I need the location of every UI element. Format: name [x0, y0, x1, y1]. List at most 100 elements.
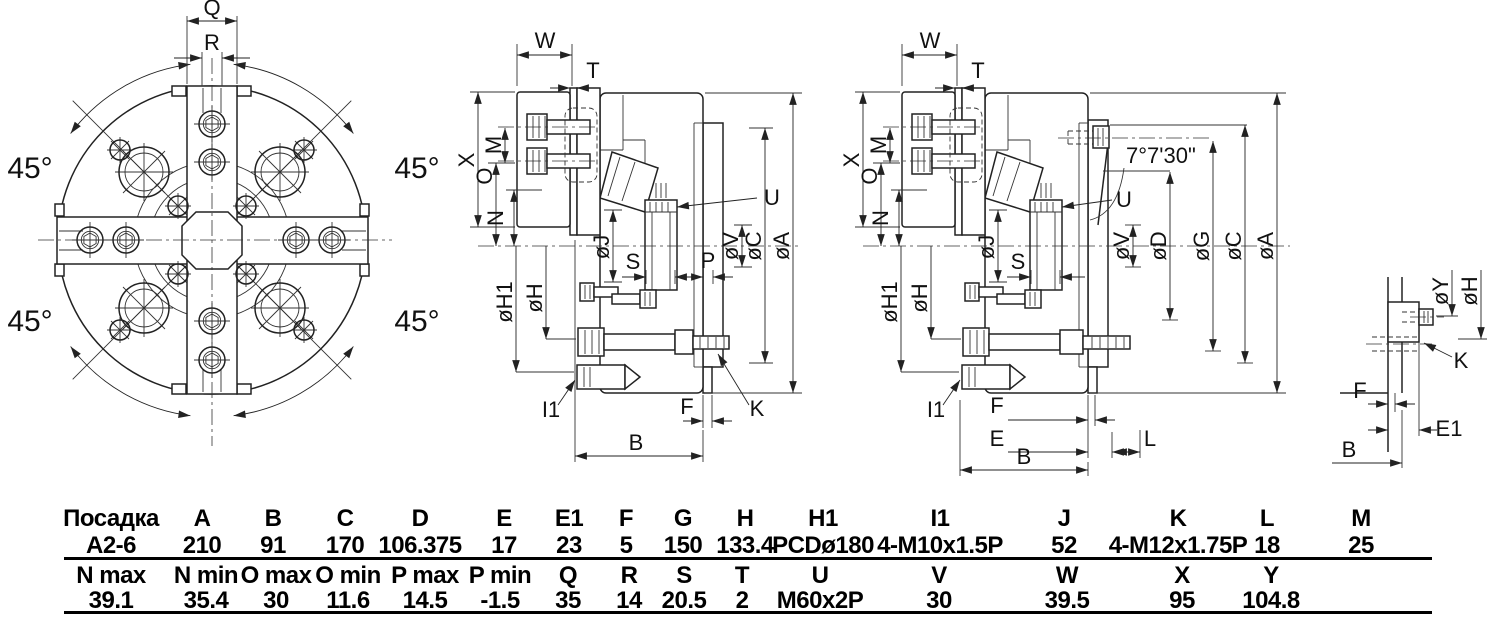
dim-label-t-s2: T: [971, 58, 984, 83]
detail-view: øY øH K F E1 B: [1332, 270, 1487, 468]
section-view-1: W T X M O N øJ øH1 øH S P øV øC øA U I1 …: [454, 28, 802, 462]
table-header-cell: C: [336, 505, 354, 532]
table-header-cell: I1: [930, 505, 950, 532]
table-value-cell: 4-M10x1.5P: [877, 532, 1003, 559]
dim-label-d-s2: øD: [1146, 231, 1171, 260]
dim-label-h-detail: øH: [1457, 276, 1482, 305]
dim-label-i1-s2: I1: [927, 397, 945, 422]
table-value-cell: 170: [325, 532, 365, 559]
dim-label-b-s2: B: [1017, 444, 1032, 469]
table-header-cell: S: [676, 562, 692, 589]
table-header-cell: R: [620, 562, 638, 589]
dim-label-s-s2: S: [1011, 249, 1026, 274]
technical-drawing: Q R 45° 45° 45° 45° W: [7, 0, 1487, 476]
table-value-cell: -1.5: [480, 587, 520, 614]
table-value-cell: 35.4: [183, 587, 229, 614]
dim-label-c-s1: øC: [741, 231, 766, 260]
table-value-cell: 18: [1254, 532, 1280, 559]
dim-label-b-detail: B: [1342, 437, 1357, 462]
table-value-cell: 30: [263, 587, 289, 614]
dim-label-n-s2: N: [868, 210, 893, 226]
dim-label-u-s1: U: [764, 185, 780, 210]
table-header-cell: O max: [240, 562, 312, 589]
table-value-cell: 150: [663, 532, 703, 559]
table-value-cell: 23: [556, 532, 582, 559]
table-header-cell: E: [496, 505, 512, 532]
table-header-cell: T: [734, 562, 750, 589]
dim-label-o-s2: O: [857, 167, 882, 184]
table-header-cell: B: [264, 505, 282, 532]
dim-label-k-detail: K: [1454, 348, 1469, 373]
dim-label-f-s1: F: [680, 394, 693, 419]
dim-label-r: R: [204, 30, 220, 55]
dim-label-h1-s1: øH1: [492, 281, 517, 323]
table-header-cell: L: [1259, 505, 1275, 532]
angle-label-bottom-right: 45°: [394, 305, 439, 338]
dim-label-i1-s1: I1: [542, 397, 560, 422]
dim-label-w-s2: W: [920, 28, 941, 53]
table-value-cell: 91: [260, 532, 286, 559]
table-value-cell: 11.6: [326, 587, 370, 614]
dim-label-l-s2: L: [1144, 426, 1156, 451]
table-header-cell: H1: [808, 505, 838, 532]
table-header-cell: N min: [173, 562, 239, 589]
table-value-cell: 210: [182, 532, 222, 559]
dim-label-h1-s2: øH1: [877, 281, 902, 323]
dim-label-y-detail: øY: [1428, 277, 1453, 305]
dim-label-f-s2: F: [990, 393, 1003, 418]
table-value-cell: 106.375: [378, 532, 462, 559]
table-header-cell: P min: [468, 562, 532, 589]
table-value-cell: 2: [735, 587, 749, 614]
angle-label-top-left: 45°: [7, 152, 52, 185]
dim-label-p-s1: P: [701, 248, 716, 273]
table-value-cell: 52: [1051, 532, 1077, 559]
dim-label-u-s2: U: [1116, 187, 1132, 212]
table-header-cell: F: [618, 505, 634, 532]
dim-label-f-detail: F: [1353, 378, 1366, 403]
table-value-cell: 25: [1348, 532, 1374, 559]
dim-label-c-s2: øC: [1221, 231, 1246, 260]
dim-label-x-s2: X: [839, 152, 864, 167]
dim-label-g-s2: øG: [1189, 231, 1214, 262]
table-header-cell: U: [811, 562, 829, 589]
table-header-cell: V: [931, 562, 947, 589]
table-header-cell: O min: [315, 562, 381, 589]
table-header-cell: G: [673, 505, 693, 532]
table-value-cell: 20.5: [661, 587, 707, 614]
table-value-cell: 39.1: [88, 587, 134, 614]
table-value-cell: 17: [491, 532, 517, 559]
table-header-cell: P max: [391, 562, 459, 589]
table-value-cell: 4-M12x1.75P: [1108, 532, 1248, 559]
dim-label-w-s1: W: [535, 28, 556, 53]
dim-label-j-s1: øJ: [589, 235, 614, 259]
dim-label-a-s2: øA: [1253, 232, 1278, 260]
table-header-cell: D: [411, 505, 429, 532]
dim-label-e1-detail: E1: [1436, 416, 1463, 441]
table-value-cell: 95: [1169, 587, 1195, 614]
table-header-cell: K: [1169, 505, 1187, 532]
table-header-cell: Посадка: [63, 505, 159, 532]
dim-label-q: Q: [203, 0, 220, 20]
dim-label-n-s1: N: [483, 210, 508, 226]
dim-label-j-s2: øJ: [974, 235, 999, 259]
angle-label-top-right: 45°: [394, 152, 439, 185]
dim-label-t-s1: T: [586, 58, 599, 83]
table-value-cell: 5: [619, 532, 633, 559]
table-header-cell: X: [1174, 562, 1190, 589]
angle-label-bottom-left: 45°: [7, 305, 52, 338]
table-value-cell: A2-6: [85, 532, 137, 559]
table-value-cell: 14: [616, 587, 642, 614]
dim-label-x-s1: X: [454, 152, 479, 167]
table-rule-bottom: [64, 611, 1432, 614]
table-header-cell: W: [1055, 562, 1079, 589]
front-view: Q R 45° 45° 45° 45°: [7, 0, 440, 446]
dim-label-v-s2: øV: [1109, 232, 1134, 260]
dim-label-m-s1: M: [481, 136, 506, 154]
dim-label-o-s1: O: [472, 167, 497, 184]
dim-label-m-s2: M: [866, 136, 891, 154]
table-value-cell: M60x2P: [776, 587, 864, 614]
